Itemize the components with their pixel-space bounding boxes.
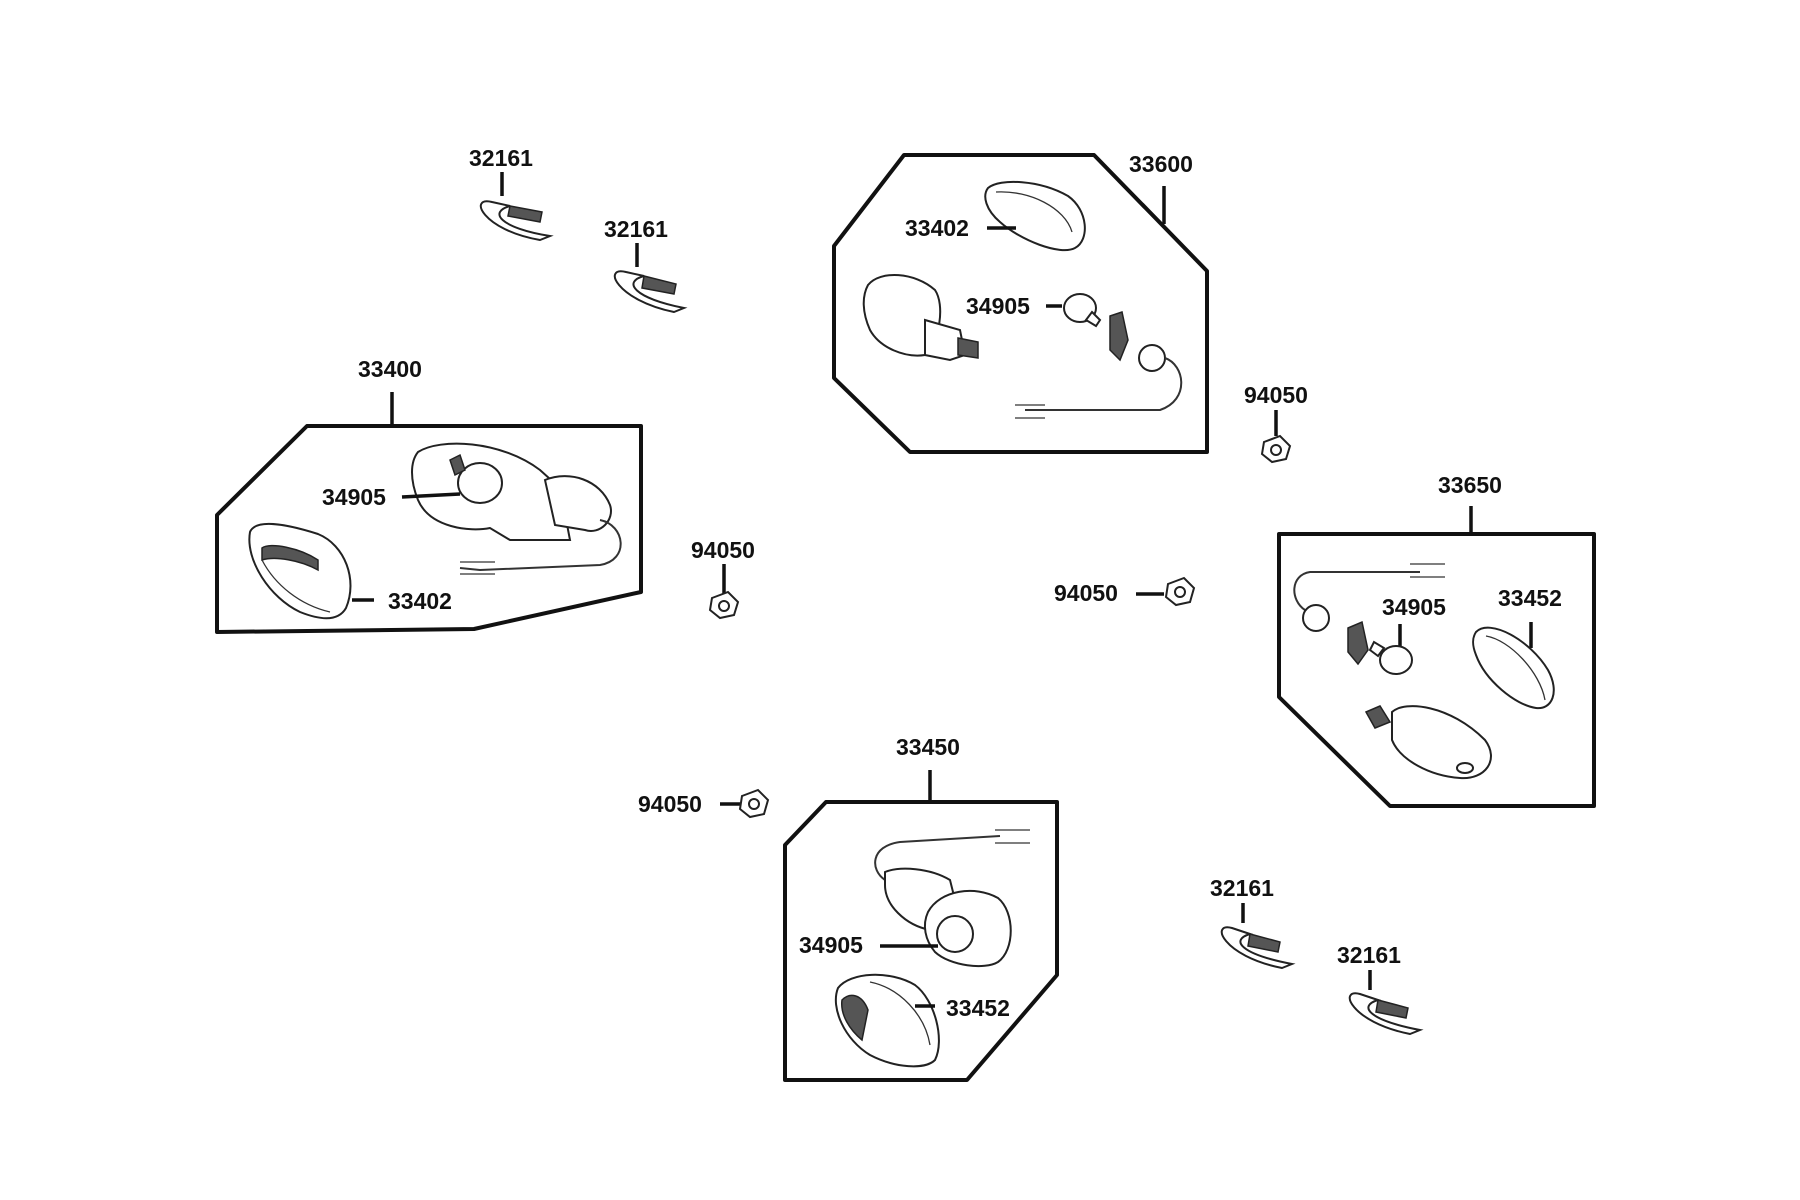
callout-94050: 94050 <box>1054 580 1118 606</box>
callout-34905: 34905 <box>1382 594 1446 620</box>
turn-signal-housing-33450 <box>874 829 1030 968</box>
ring-32161-top-left-1: 32161 <box>469 145 554 242</box>
callout-32161: 32161 <box>469 145 533 171</box>
callout-34905: 34905 <box>799 932 863 958</box>
wiring-33650 <box>1293 563 1445 632</box>
callout-32161: 32161 <box>1210 875 1274 901</box>
callout-34905: 34905 <box>966 293 1030 319</box>
assembly-33400: 33400 34905 33402 <box>215 356 643 634</box>
bulb-34905-rear-right: 34905 <box>1368 594 1446 675</box>
socket-front-right <box>1015 311 1183 419</box>
nut-94050-3: 94050 <box>1054 576 1196 607</box>
nut-94050-4: 94050 <box>638 788 770 819</box>
nut-94050-2: 94050 <box>1244 382 1308 464</box>
lens-33402-front-right: 33402 <box>905 180 1086 252</box>
assembly-33450: 33450 34905 33452 <box>783 734 1059 1082</box>
ring-32161-bottom-right-2: 32161 <box>1337 942 1424 1036</box>
callout-94050: 94050 <box>691 537 755 563</box>
lens-33452-rear-left: 33452 <box>834 973 1010 1068</box>
lens-33452-rear-right: 33452 <box>1472 585 1562 710</box>
assembly-33450-outline <box>783 800 1059 1082</box>
callout-33400: 33400 <box>358 356 422 382</box>
ring-32161-top-left-2: 32161 <box>604 216 688 314</box>
callout-32161: 32161 <box>1337 942 1401 968</box>
callout-94050: 94050 <box>1244 382 1308 408</box>
assembly-33650-outline <box>1277 532 1596 808</box>
callout-94050: 94050 <box>638 791 702 817</box>
socket-rear-right <box>1347 620 1369 666</box>
callout-33452: 33452 <box>1498 585 1562 611</box>
lens-33402-front-left: 33402 <box>248 522 452 620</box>
bulb-34905-rear-left: 34905 <box>799 932 938 958</box>
callout-33402: 33402 <box>388 588 452 614</box>
turn-signal-housing-33600 <box>862 274 979 362</box>
turn-signal-housing-33400 <box>411 442 622 575</box>
assembly-33650: 33650 34905 33452 <box>1277 472 1596 808</box>
bulb-34905-front-left: 34905 <box>322 484 461 510</box>
ring-32161-bottom-right-1: 32161 <box>1210 875 1296 970</box>
assembly-33600: 33600 33402 34905 <box>832 151 1209 454</box>
callout-33600: 33600 <box>1129 151 1193 177</box>
callout-32161: 32161 <box>604 216 668 242</box>
callout-33650: 33650 <box>1438 472 1502 498</box>
nut-94050-1: 94050 <box>691 537 755 620</box>
callout-33452: 33452 <box>946 995 1010 1021</box>
callout-34905: 34905 <box>322 484 386 510</box>
turn-signal-housing-33650 <box>1364 705 1492 780</box>
assembly-33600-outline <box>832 153 1209 454</box>
callout-33402: 33402 <box>905 215 969 241</box>
callout-33450: 33450 <box>896 734 960 760</box>
bulb-34905-front-right: 34905 <box>966 293 1102 328</box>
assembly-33400-outline <box>215 424 643 634</box>
